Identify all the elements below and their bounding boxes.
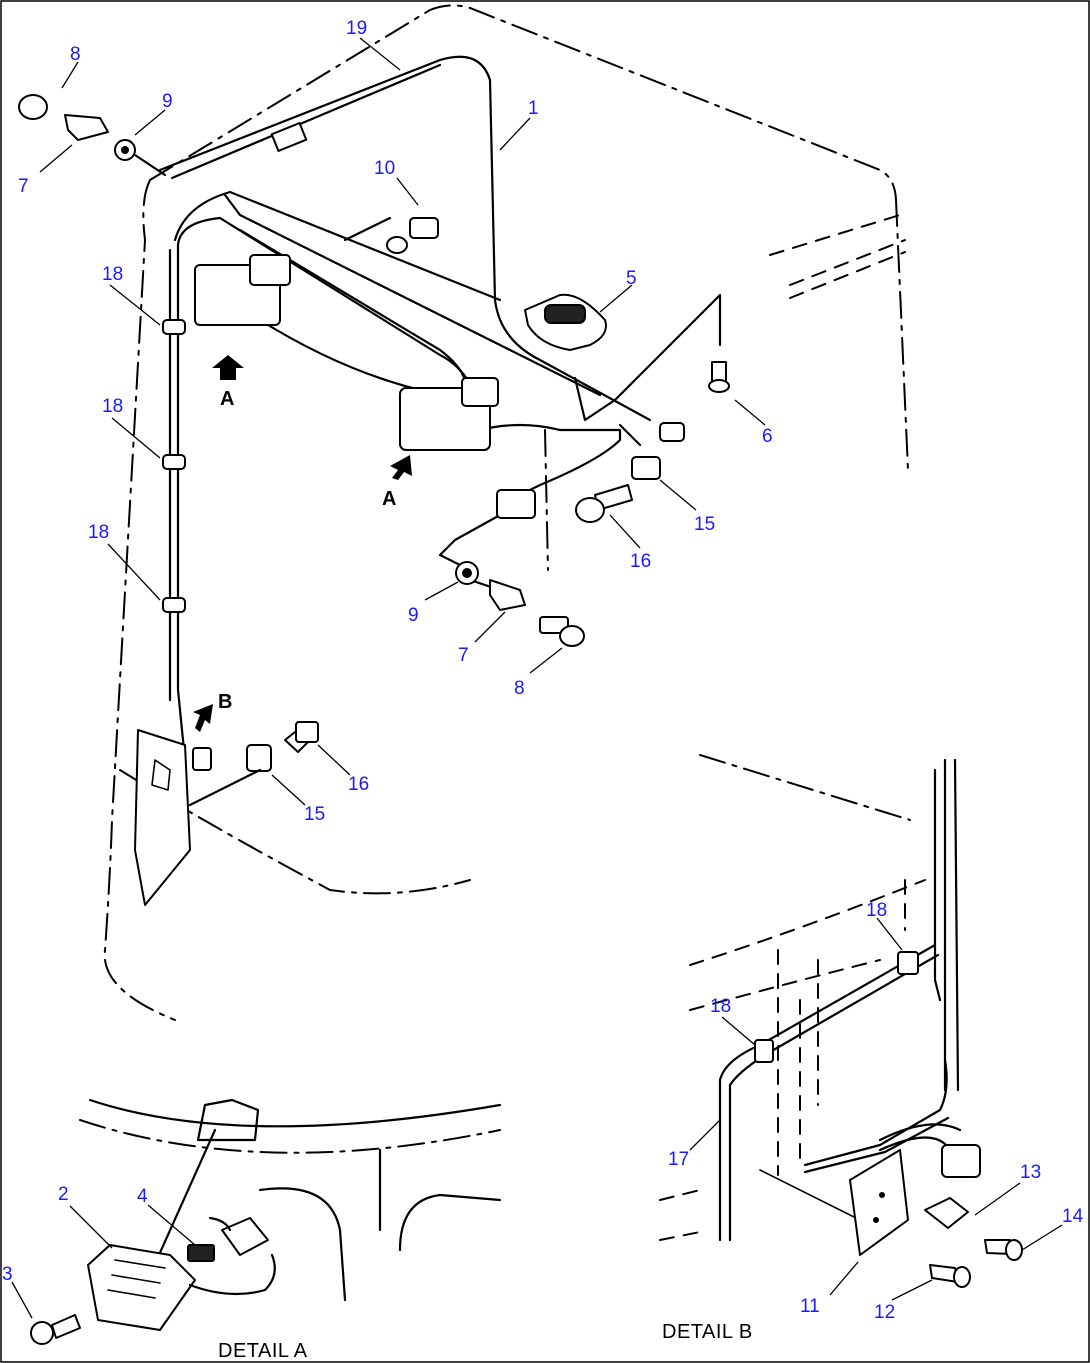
callout-16-upper: 16	[630, 551, 651, 572]
screw-6	[708, 361, 730, 393]
leader-lines	[11, 37, 1063, 1319]
bolt-12-drawing	[929, 1264, 971, 1288]
callout-18-d: 18	[866, 900, 887, 921]
bracket-11	[849, 1149, 909, 1256]
view-letter-a-lower: A	[382, 488, 396, 510]
upper-harness-tail	[133, 153, 167, 177]
callout-2: 2	[58, 1184, 69, 1205]
callout-19: 19	[346, 18, 367, 39]
view-arrow-b1	[193, 704, 213, 732]
headliner-frame	[158, 55, 652, 447]
callout-1: 1	[528, 98, 539, 119]
callout-9-lower: 9	[408, 605, 419, 626]
clip-13-drawing	[924, 1197, 969, 1229]
view-letter-a-upper: A	[220, 388, 234, 410]
callout-18-b: 18	[102, 396, 123, 417]
view-letters: A A B	[218, 388, 396, 713]
roof-connector	[270, 122, 308, 152]
bolt-10	[386, 217, 439, 254]
callout-9-upper: 9	[162, 91, 173, 112]
callout-18-a: 18	[102, 264, 123, 285]
callout-16-lower: 16	[348, 774, 369, 795]
callout-10: 10	[374, 158, 395, 179]
view-arrow-a1	[212, 355, 244, 380]
clip-18-b2	[897, 951, 919, 975]
callout-12: 12	[874, 1302, 895, 1323]
harness-clips-18	[162, 319, 186, 613]
lamp-bracket-upper	[249, 254, 291, 286]
detail-a-caption: DETAIL A	[218, 1340, 308, 1362]
callout-17: 17	[668, 1149, 689, 1170]
detail-a-drawing	[30, 1098, 502, 1345]
grommet-9-upper	[114, 139, 136, 161]
callout-11: 11	[800, 1296, 820, 1317]
callout-14: 14	[1062, 1206, 1084, 1227]
callout-4: 4	[137, 1186, 148, 1207]
switch-housing	[941, 1144, 981, 1178]
bolt-16-lower	[284, 721, 319, 753]
view-arrow-a2	[390, 455, 412, 480]
rear-bracket	[134, 729, 191, 906]
mid-connector	[496, 489, 536, 519]
callout-18-c: 18	[88, 522, 109, 543]
bracket-link-line	[188, 768, 262, 807]
knob-8-upper	[18, 94, 48, 120]
callout-18-e: 18	[710, 996, 731, 1017]
bolt-16-upper	[575, 484, 633, 523]
pillar-clip	[192, 747, 212, 771]
callout-5: 5	[626, 268, 637, 289]
clip-18-b1	[754, 1039, 774, 1063]
callout-labels: 19 1 8 9 7 10 5 6 18 18 18 15 16 9 7 8 1…	[2, 18, 1084, 1323]
callout-8-lower: 8	[514, 678, 525, 699]
dome-lamp-5	[524, 293, 607, 351]
detail-b-drawing	[659, 758, 1023, 1288]
callout-7-upper: 7	[18, 176, 29, 197]
callout-13: 13	[1020, 1162, 1041, 1183]
clip-15-upper	[631, 456, 661, 480]
callout-3: 3	[2, 1264, 13, 1285]
harness-end-connector	[659, 422, 685, 442]
bolt-14-drawing	[984, 1239, 1023, 1261]
knob-8-lower	[539, 616, 585, 647]
view-letter-b: B	[218, 691, 232, 713]
callout-7-lower: 7	[458, 645, 469, 666]
lamp-bracket-lower	[461, 377, 499, 407]
detail-b-caption: DETAIL B	[662, 1321, 753, 1343]
clip-7-upper	[64, 114, 109, 141]
callout-15-lower: 15	[304, 804, 325, 825]
bolt-3-drawing	[30, 1314, 81, 1345]
callout-15-upper: 15	[694, 514, 715, 535]
callout-6: 6	[762, 426, 773, 447]
clip-15-lower	[246, 744, 272, 772]
grommet-9-lower	[455, 561, 479, 585]
callout-8-upper: 8	[70, 44, 81, 65]
clip-7-lower	[489, 579, 526, 611]
